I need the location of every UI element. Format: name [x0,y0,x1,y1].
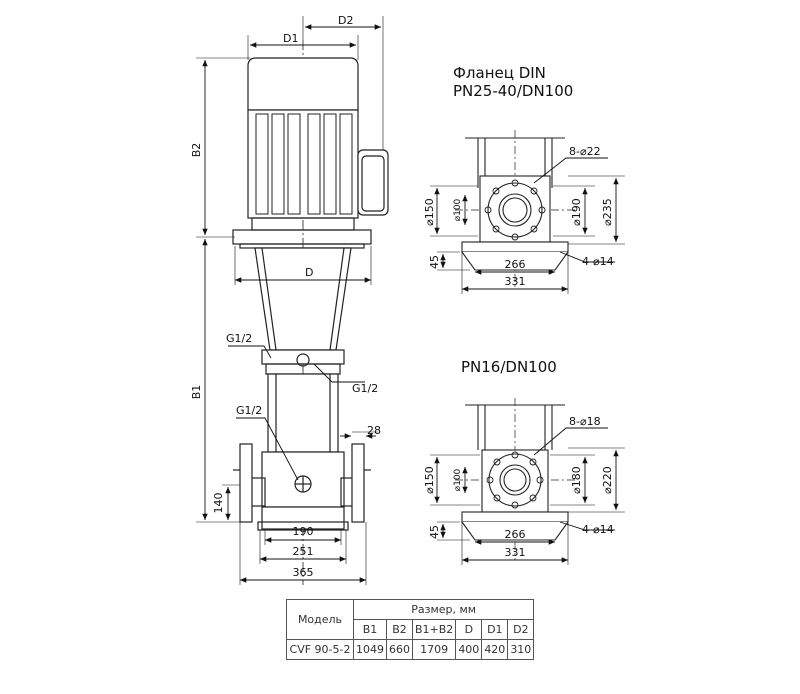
flange-din-d100: ⌀100 [453,198,463,221]
column-header: D1 [481,619,509,640]
flange-din-d235: ⌀235 [601,198,614,226]
label-d2: D2 [338,14,353,27]
label-140: 140 [212,493,225,514]
flange-din-labels: Фланец DIN PN25-40/DN100 8-⌀22 ⌀150 ⌀100… [423,64,614,288]
spec-table: Модель Размер, мм B1 B2 B1+B2 D D1 D2 CV… [286,599,535,660]
pump-side-view [232,40,389,585]
flange-pn16-d100: ⌀100 [453,468,463,491]
flange-pn16-dimensions [430,427,625,565]
model-header: Модель [286,599,354,640]
flange-pn16-title: PN16/DN100 [461,358,557,376]
main-dimensions [196,16,384,585]
flange-pn16-d220: ⌀220 [601,466,614,494]
flange-din-title-1: Фланец DIN [453,64,546,82]
column-header: D2 [507,619,535,640]
label-190: 190 [293,525,314,538]
column-header: D [455,619,483,640]
label-251: 251 [293,545,314,558]
flange-pn16-w266: 266 [505,528,526,541]
flange-pn16-d150: ⌀150 [423,466,436,494]
flange-din-h45: 45 [428,255,441,269]
flange-din-w266: 266 [505,258,526,271]
flange-pn16-h45: 45 [428,525,441,539]
flange-pn16-view [455,398,575,560]
label-28: 28 [367,424,381,437]
column-header: B2 [386,619,413,640]
flange-din-holes: 4-⌀14 [582,255,614,268]
flange-pn16-bolts: 8-⌀18 [569,415,601,428]
label-g3: G1/2 [236,404,262,417]
table-row: CVF 90-5-2 1049 660 1709 400 420 310 [286,639,535,660]
value-cell: 310 [507,639,535,660]
flange-din-title-2: PN25-40/DN100 [453,82,573,100]
value-cell: 420 [481,639,509,660]
value-cell: 1049 [353,639,387,660]
flange-din-d190: ⌀190 [570,198,583,226]
label-b2: B2 [190,143,203,158]
flange-din-bolts: 8-⌀22 [569,145,601,158]
flange-din-d150: ⌀150 [423,198,436,226]
flange-din-dimensions [430,157,625,294]
label-b1: B1 [190,385,203,400]
value-cell: 400 [455,639,483,660]
value-cell: 660 [386,639,413,660]
column-header: B1+B2 [411,619,457,640]
column-header: B1 [353,619,387,640]
flange-pn16-w331: 331 [505,546,526,559]
size-header: Размер, мм [352,599,535,620]
model-cell: CVF 90-5-2 [286,639,354,660]
flange-din-w331: 331 [505,275,526,288]
label-d: D [305,266,313,279]
label-g2: G1/2 [352,382,378,395]
value-cell: 1709 [411,639,457,660]
table-column-row: B1 B2 B1+B2 D D1 D2 [287,619,535,640]
label-365: 365 [293,566,314,579]
flange-pn16-d180: ⌀180 [570,466,583,494]
label-g1: G1/2 [226,332,252,345]
table-header-row: Модель Размер, мм [286,599,535,640]
main-dimension-labels: D1 D2 B2 B1 D G1/2 G1/2 G1/2 140 28 190 … [190,14,381,579]
label-d1: D1 [283,32,298,45]
flange-pn16-labels: PN16/DN100 8-⌀18 ⌀150 ⌀100 ⌀180 ⌀220 45 … [423,358,614,559]
flange-pn16-holes: 4-⌀14 [582,523,614,536]
